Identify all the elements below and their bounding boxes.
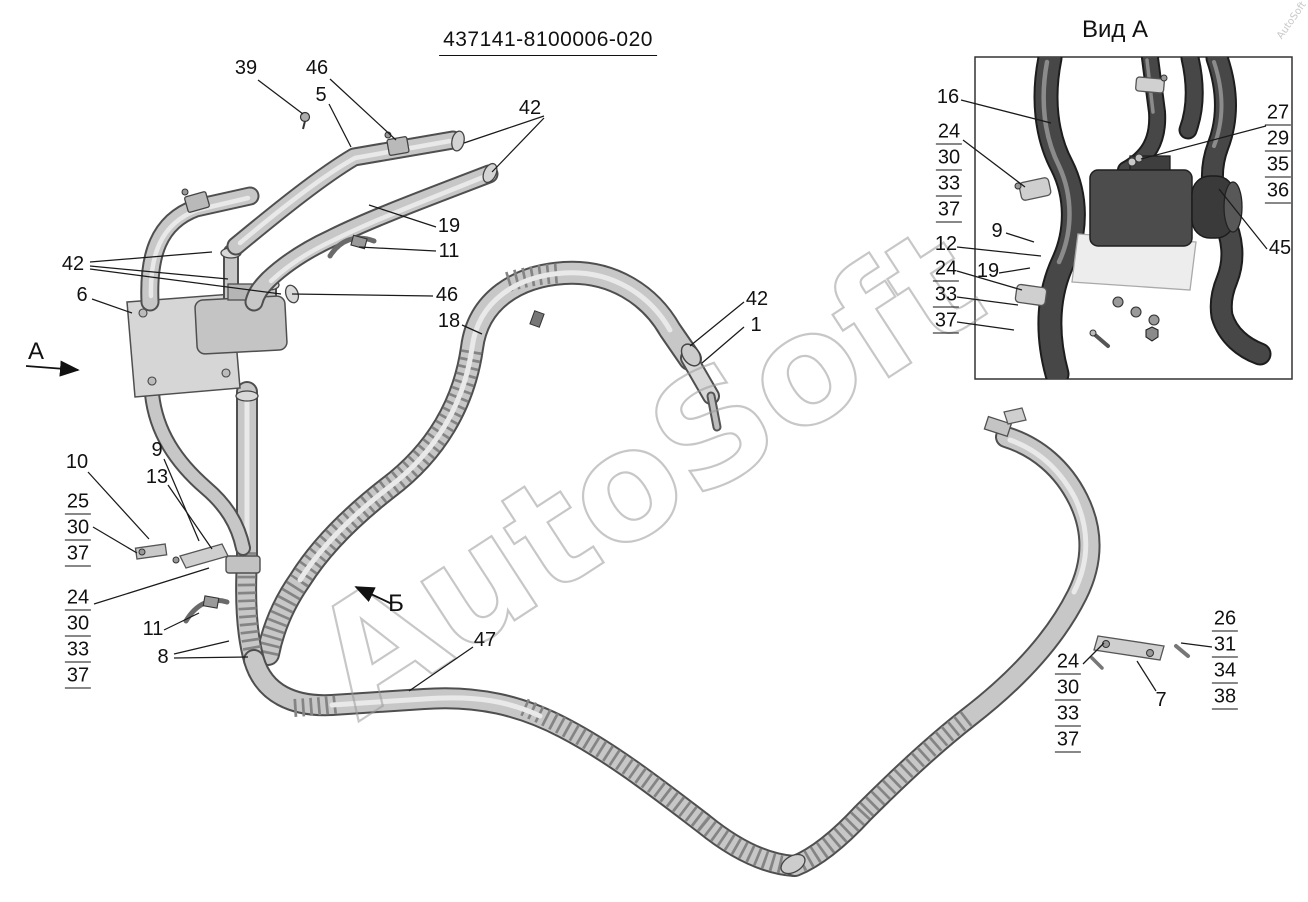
callout-42: 42 (61, 253, 85, 275)
callout-Б: Б (388, 590, 404, 617)
callout-11: 11 (142, 618, 164, 640)
fitting-42-b (482, 162, 498, 184)
callout-36: 36 (1264, 179, 1292, 204)
inset-view-a (974, 56, 1293, 380)
callout-24: 24 (935, 120, 963, 145)
bottom-run-47 (243, 649, 805, 877)
callout-33: 33 (1054, 702, 1082, 727)
callout-7: 7 (1155, 689, 1167, 711)
callout-46: 46 (435, 284, 459, 306)
callout-18: 18 (437, 310, 461, 332)
callout-39: 39 (234, 57, 258, 79)
callout-37: 37 (64, 664, 92, 689)
callout-12: 12 (934, 233, 958, 255)
view-arrows (25, 360, 393, 605)
drawing-number: 437141-8100006-020 (439, 28, 657, 56)
callout-37: 37 (935, 198, 963, 223)
leader-lines (87, 78, 1268, 692)
callout-33: 33 (64, 638, 92, 663)
callout-5: 5 (315, 84, 327, 106)
callout-30: 30 (1054, 676, 1082, 701)
callout-16: 16 (936, 86, 960, 108)
view-a-title: Вид А (1081, 16, 1149, 43)
callout-30: 30 (64, 516, 92, 541)
callout-1: 1 (750, 314, 762, 336)
callout-47: 47 (473, 629, 497, 651)
callout-37: 37 (64, 542, 92, 567)
callout-45: 45 (1268, 237, 1292, 259)
callout-25: 25 (64, 490, 92, 515)
arrow-view-a (25, 360, 80, 377)
fitting-42-a (451, 130, 465, 152)
callout-9: 9 (151, 439, 163, 461)
right-pipe-clamp (983, 415, 1013, 438)
callout-31: 31 (1211, 633, 1239, 658)
hose-18 (256, 260, 702, 666)
callout-8: 8 (157, 646, 169, 668)
callout-24: 24 (932, 257, 960, 282)
callout-34: 34 (1211, 659, 1239, 684)
callout-35: 35 (1264, 153, 1292, 178)
callout-30: 30 (935, 146, 963, 171)
clamp-46 (386, 136, 410, 156)
callout-33: 33 (932, 283, 960, 308)
callout-26: 26 (1211, 607, 1239, 632)
callout-19: 19 (976, 260, 1000, 282)
arrow-section-b (354, 586, 393, 605)
top-pipes (140, 111, 499, 312)
callout-6: 6 (76, 284, 88, 306)
callout-29: 29 (1264, 127, 1292, 152)
callout-10: 10 (65, 451, 89, 473)
callout-11: 11 (438, 240, 460, 262)
callout-30: 30 (64, 612, 92, 637)
inset-clamps (1014, 74, 1168, 307)
callout-13: 13 (145, 466, 169, 488)
callout-24: 24 (64, 586, 92, 611)
callout-19: 19 (437, 215, 461, 237)
callout-33: 33 (935, 172, 963, 197)
right-pipe-bracket (1003, 407, 1027, 425)
right-pipe (780, 407, 1101, 877)
callout-9: 9 (991, 220, 1003, 242)
callout-37: 37 (1054, 728, 1082, 753)
hose-end-fitting (680, 343, 722, 432)
callout-37: 37 (932, 309, 960, 334)
callout-А: А (27, 338, 45, 365)
bracket-7 (1090, 635, 1190, 670)
main-pipes (126, 111, 1190, 877)
callout-42: 42 (518, 97, 542, 119)
callout-27: 27 (1264, 101, 1292, 126)
callout-24: 24 (1054, 650, 1082, 675)
brackets-10-13 (134, 543, 229, 569)
strap-clamps-11 (183, 234, 377, 624)
clamp-top-left (184, 191, 210, 213)
callout-46: 46 (305, 57, 329, 79)
inset-hardware (1089, 296, 1160, 348)
callout-42: 42 (745, 288, 769, 310)
callout-38: 38 (1211, 685, 1239, 710)
